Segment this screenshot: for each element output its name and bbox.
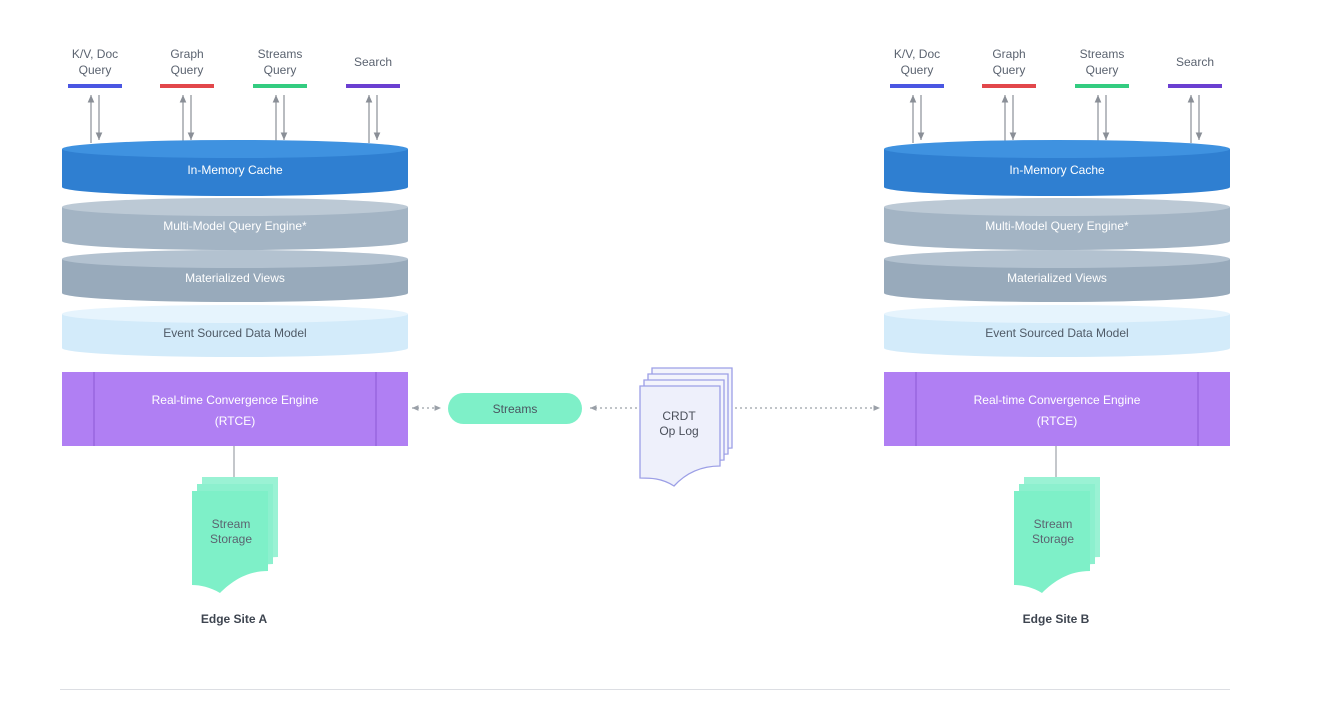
in-memory-cache-label: In-Memory Cache xyxy=(1009,163,1105,177)
site-label: Edge Site A xyxy=(201,612,268,626)
materialized-views-layer-body xyxy=(62,259,408,302)
query-engine-layer: Multi-Model Query Engine* xyxy=(62,198,408,250)
query-color-bar xyxy=(160,84,214,88)
query-label: Query xyxy=(171,63,204,77)
query-color-bar xyxy=(890,84,944,88)
materialized-views-layer-body xyxy=(884,259,1230,302)
in-memory-cache-label: In-Memory Cache xyxy=(187,163,283,177)
query-label: Streams xyxy=(1080,47,1125,61)
query-engine-label: Multi-Model Query Engine* xyxy=(985,219,1129,233)
query-label: Streams xyxy=(258,47,303,61)
site-label: Edge Site B xyxy=(1023,612,1090,626)
query-color-bar xyxy=(68,84,122,88)
query-endpoint: Search xyxy=(1168,55,1222,143)
op-log-page xyxy=(639,385,721,487)
rtce-box: Real-time Convergence Engine (RTCE) xyxy=(62,372,408,446)
query-label: Search xyxy=(354,55,392,69)
storage-label: Storage xyxy=(210,532,252,546)
materialized-views-layer-top xyxy=(62,250,408,268)
event-sourced-layer-body xyxy=(884,314,1230,357)
query-label: Graph xyxy=(992,47,1025,61)
in-memory-cache-layer-top xyxy=(62,140,408,158)
query-label: Query xyxy=(264,63,297,77)
rtce-body xyxy=(884,372,1230,446)
op-log-label: Op Log xyxy=(659,424,698,438)
rtce-box: Real-time Convergence Engine (RTCE) xyxy=(884,372,1230,446)
query-label: Search xyxy=(1176,55,1214,69)
query-engine-layer-top xyxy=(884,198,1230,216)
in-memory-cache-layer-body xyxy=(884,149,1230,196)
event-sourced-layer-body xyxy=(62,314,408,357)
storage-label: Stream xyxy=(1034,517,1073,531)
query-label: Graph xyxy=(170,47,203,61)
rtce-label: Real-time Convergence Engine xyxy=(974,393,1141,407)
op-log-label: CRDT xyxy=(662,409,696,423)
query-color-bar xyxy=(1075,84,1129,88)
query-engine-label: Multi-Model Query Engine* xyxy=(163,219,307,233)
rtce-label: Real-time Convergence Engine xyxy=(152,393,319,407)
query-label: Query xyxy=(901,63,934,77)
query-engine-layer-body xyxy=(884,207,1230,250)
streams-pill xyxy=(448,393,582,424)
event-sourced-label: Event Sourced Data Model xyxy=(163,326,306,340)
query-color-bar xyxy=(982,84,1036,88)
query-label: K/V, Doc xyxy=(894,47,940,61)
storage-label: Stream xyxy=(212,517,251,531)
event-sourced-layer-top xyxy=(62,305,408,323)
query-label: K/V, Doc xyxy=(72,47,118,61)
edge-site-b: K/V, DocQueryGraphQueryStreamsQuerySearc… xyxy=(884,47,1230,626)
query-engine-layer-body xyxy=(62,207,408,250)
query-label: Query xyxy=(1086,63,1119,77)
materialized-views-label: Materialized Views xyxy=(185,271,285,285)
streams-label: Streams xyxy=(493,402,538,416)
rtce-body xyxy=(62,372,408,446)
in-memory-cache-layer-top xyxy=(884,140,1230,158)
query-endpoint: Search xyxy=(346,55,400,143)
event-sourced-layer: Event Sourced Data Model xyxy=(62,305,408,357)
replication-channel: Streams xyxy=(412,393,880,424)
query-color-bar xyxy=(346,84,400,88)
rtce-label: (RTCE) xyxy=(1037,414,1077,428)
query-engine-layer-top xyxy=(62,198,408,216)
materialized-views-label: Materialized Views xyxy=(1007,271,1107,285)
storage-label: Storage xyxy=(1032,532,1074,546)
query-engine-layer: Multi-Model Query Engine* xyxy=(884,198,1230,250)
event-sourced-layer-top xyxy=(884,305,1230,323)
materialized-views-layer: Materialized Views xyxy=(62,250,408,302)
storage-page-front xyxy=(1014,491,1090,593)
bottom-divider xyxy=(60,689,1230,690)
query-label: Query xyxy=(79,63,112,77)
storage-page-front xyxy=(192,491,268,593)
in-memory-cache-layer: In-Memory Cache xyxy=(62,140,408,196)
rtce-label: (RTCE) xyxy=(215,414,255,428)
in-memory-cache-layer-body xyxy=(62,149,408,196)
query-color-bar xyxy=(1168,84,1222,88)
query-color-bar xyxy=(253,84,307,88)
event-sourced-layer: Event Sourced Data Model xyxy=(884,305,1230,357)
materialized-views-layer-top xyxy=(884,250,1230,268)
query-label: Query xyxy=(993,63,1026,77)
materialized-views-layer: Materialized Views xyxy=(884,250,1230,302)
event-sourced-label: Event Sourced Data Model xyxy=(985,326,1128,340)
edge-site-a: K/V, DocQueryGraphQueryStreamsQuerySearc… xyxy=(62,47,408,626)
in-memory-cache-layer: In-Memory Cache xyxy=(884,140,1230,196)
